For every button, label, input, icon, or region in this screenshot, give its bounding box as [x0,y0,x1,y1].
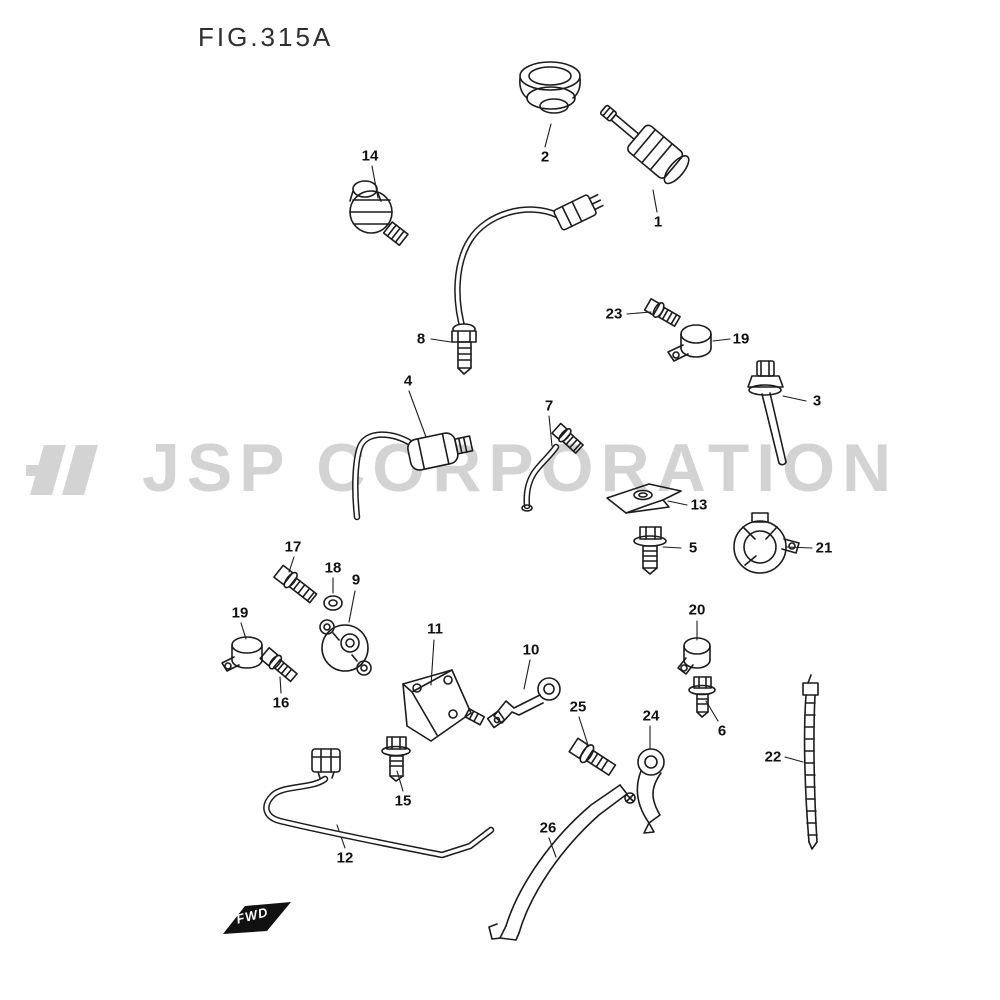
part-14-drawing [349,180,409,247]
part-10-drawing [486,677,561,729]
part-2-drawing [519,61,581,114]
part-label-19-left: 19 [231,604,249,622]
part-9-drawing [319,619,372,676]
part-7-drawing [521,422,584,512]
part-12-drawing [263,748,495,859]
fwd-arrow [223,902,291,934]
part-label-1: 1 [653,213,663,231]
part-21-drawing [733,512,800,574]
part-18-drawing [323,595,343,611]
part-label-26: 26 [539,819,557,837]
part-label-20: 20 [688,601,706,619]
part-label-8: 8 [416,330,426,348]
part-16-drawing [259,646,298,683]
part-13-drawing [606,483,682,514]
part-label-10: 10 [522,641,540,659]
part-label-21: 21 [815,539,833,557]
part-label-3: 3 [812,392,822,410]
part-label-22: 22 [764,748,782,766]
part-label-15: 15 [394,792,412,810]
part-19-upper-drawing [667,324,712,362]
part-26-drawing [488,784,628,941]
part-15-drawing [381,736,411,782]
part-label-7: 7 [544,397,554,415]
part-label-11: 11 [427,620,443,638]
part-label-24: 24 [642,707,660,725]
part-11-drawing [402,669,486,742]
part-label-14: 14 [361,147,379,165]
part-1-drawing [599,104,690,185]
part-label-25: 25 [569,698,587,716]
figure-title: FIG.315A [198,22,334,52]
part-17-drawing [273,564,318,604]
part-label-18: 18 [324,559,342,577]
part-20-drawing [677,637,711,675]
leader-lines [240,123,813,858]
part-label-13: 13 [690,496,708,514]
part-5-drawing [633,526,667,575]
part-label-4: 4 [403,372,413,390]
part-label-19-upper: 19 [732,330,750,348]
part-23-drawing [643,298,681,327]
part-label-16: 16 [272,694,290,712]
part-label-9: 9 [351,571,361,589]
part-label-23: 23 [605,305,623,323]
part-4-drawing [352,431,474,521]
part-25-drawing [568,737,617,776]
part-3-drawing [747,360,787,466]
part-24-drawing [624,748,665,834]
part-label-5: 5 [688,539,698,557]
part-6-drawing [688,676,716,718]
part-label-2: 2 [540,148,550,166]
part-label-17: 17 [284,538,302,556]
part-19-left-drawing [221,636,263,672]
part-label-12: 12 [336,849,354,867]
part-label-6: 6 [717,722,727,740]
part-22-drawing [802,674,819,850]
part-8-drawing [451,193,604,375]
